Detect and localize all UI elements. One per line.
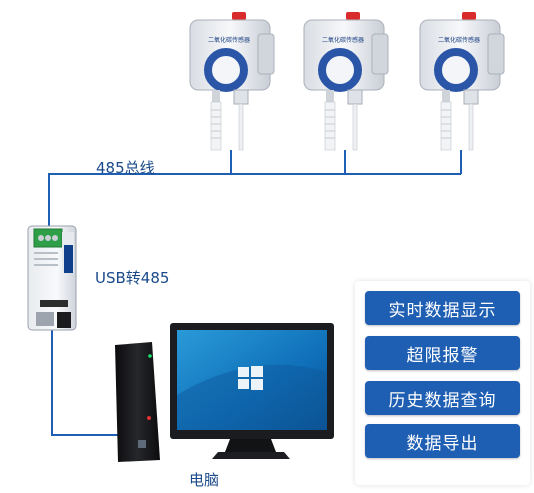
- windows-logo-icon: [238, 366, 263, 390]
- converter-label: USB转485: [95, 269, 170, 287]
- sensor-ring: [204, 48, 248, 92]
- sensor-probe: [440, 101, 452, 151]
- usb-cable-line: [51, 330, 118, 436]
- computer-monitor: [170, 323, 334, 459]
- co2-sensor: 二氧化碳传感器: [419, 12, 505, 151]
- sensor-face-text: 二氧化碳传感器: [208, 36, 250, 44]
- sensor-ring: [318, 48, 362, 92]
- computer-tower: [115, 342, 160, 462]
- feature-panel: 实时数据显示 超限报警 历史数据查询 数据导出: [355, 281, 530, 485]
- co2-sensor: 二氧化碳传感器: [303, 12, 389, 151]
- sensor-indicator-light: [346, 12, 360, 20]
- data-export-button[interactable]: 数据导出: [365, 424, 520, 458]
- bus-label: 485总线: [96, 159, 155, 177]
- bus-trunk-line: [48, 173, 461, 228]
- co2-sensor: 二氧化碳传感器: [189, 12, 275, 151]
- sensor-probe: [324, 101, 336, 151]
- history-query-button[interactable]: 历史数据查询: [365, 381, 520, 415]
- sensor-indicator-light: [232, 12, 246, 20]
- over-limit-alarm-button[interactable]: 超限报警: [365, 336, 520, 370]
- sensor-probe: [210, 101, 222, 151]
- realtime-display-button[interactable]: 实时数据显示: [365, 291, 520, 325]
- bus-wiring: [48, 150, 462, 436]
- sensor-group: 二氧化碳传感器 二氧化碳传感器 二氧化碳传感器: [189, 12, 505, 151]
- usb-485-converter: [27, 225, 77, 331]
- sensor-ring: [434, 48, 478, 92]
- sensor-face-text: 二氧化碳传感器: [438, 36, 480, 44]
- sensor-indicator-light: [462, 12, 476, 20]
- computer-label: 电脑: [189, 471, 220, 489]
- sensor-face-text: 二氧化碳传感器: [322, 36, 364, 44]
